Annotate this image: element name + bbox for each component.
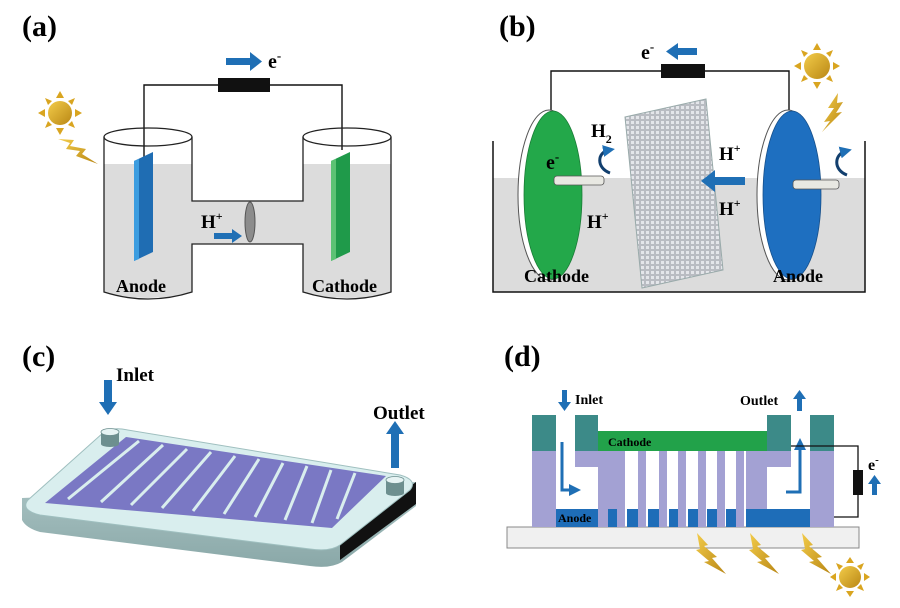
resistor (218, 78, 270, 92)
serpentine-channel (45, 437, 386, 528)
inlet-channel-wall (575, 451, 619, 527)
panel-a: (a) e- H+ Anode Cathode (22, 10, 392, 300)
outlet-cap-left (767, 415, 791, 451)
anode-segments (608, 509, 810, 527)
electron-label: e- (868, 454, 879, 474)
inlet-flow-path-icon (560, 442, 581, 496)
plate-shadow (340, 482, 416, 560)
outlet-flow-path-icon (786, 438, 806, 494)
sun-icon (38, 91, 82, 135)
cathode-proton-label: H+ (587, 209, 609, 233)
inlet-arrow-icon (558, 390, 571, 411)
outlet-arrow-icon (793, 390, 806, 411)
circuit-wire (550, 70, 790, 110)
light-bolt-icon (696, 533, 726, 574)
membrane (244, 201, 256, 243)
light-bolt-icon (58, 139, 98, 164)
inlet-port (100, 428, 120, 447)
panel-d-label: (d) (504, 340, 541, 373)
cathode-label: Cathode (608, 435, 652, 449)
circuit-wire (791, 445, 859, 518)
left-wall (532, 451, 556, 527)
panel-d: (d) Cathode Anode (504, 340, 881, 597)
outlet-cap-right (810, 415, 834, 451)
light-bolt-icon (801, 533, 831, 574)
rotation-arrow-icon (835, 146, 852, 177)
electron-label: e- (268, 48, 281, 73)
proton-flow-arrow-icon (214, 229, 242, 243)
panel-c-label: (c) (22, 340, 55, 373)
panel-b-label: (b) (499, 10, 536, 43)
pillars (617, 451, 744, 527)
inlet-cap-left (532, 415, 556, 451)
anode-label: Anode (116, 276, 166, 296)
proton-flow-arrow-icon (701, 170, 745, 192)
mesh-membrane (624, 98, 724, 289)
panel-b: (b) e- e- H2 H+ Cathode H+ H+ (492, 10, 866, 293)
cathode-electron-label: e- (546, 149, 559, 174)
proton-top-label: H+ (719, 141, 741, 165)
electron-flow-arrow-icon (868, 475, 881, 495)
anode-layer (556, 509, 598, 527)
tank-outline (492, 141, 866, 293)
light-bolt-icon (749, 533, 779, 574)
inlet-label: Inlet (116, 365, 155, 386)
outlet-arrow-icon (386, 421, 404, 468)
proton-bottom-label: H+ (719, 196, 741, 220)
inlet-label: Inlet (575, 393, 603, 408)
proton-label: H+ (201, 209, 223, 233)
anode-label: Anode (773, 266, 823, 286)
outlet-port (385, 476, 405, 496)
electron-flow-arrow-icon (666, 43, 697, 60)
inlet-cap-right (575, 415, 598, 451)
anode-disk (762, 110, 822, 280)
right-wall (810, 451, 834, 527)
cathode-disk (523, 110, 583, 280)
resistor (853, 470, 863, 495)
cathode-label: Cathode (312, 276, 377, 296)
resistor (661, 64, 705, 78)
cathode-label: Cathode (524, 266, 589, 286)
rotation-arrow-icon (598, 145, 615, 175)
panel-c: (c) (22, 340, 425, 567)
outlet-label: Outlet (740, 394, 778, 409)
outlet-label: Outlet (373, 403, 425, 424)
electron-flow-arrow-icon (226, 52, 262, 71)
panel-a-label: (a) (22, 10, 57, 43)
light-bolt-icon (822, 93, 843, 132)
inlet-arrow-icon (99, 380, 117, 415)
electron-label: e- (641, 39, 654, 64)
anode-label: Anode (558, 511, 592, 525)
cathode-shaft (553, 175, 605, 186)
sun-icon (794, 43, 840, 89)
h-cell-outline (103, 137, 392, 300)
sun-icon (830, 557, 870, 597)
hydrogen-label: H2 (591, 121, 612, 146)
anode-shaft (792, 179, 840, 190)
outlet-channel-wall (746, 451, 791, 527)
cathode-layer (598, 431, 767, 451)
